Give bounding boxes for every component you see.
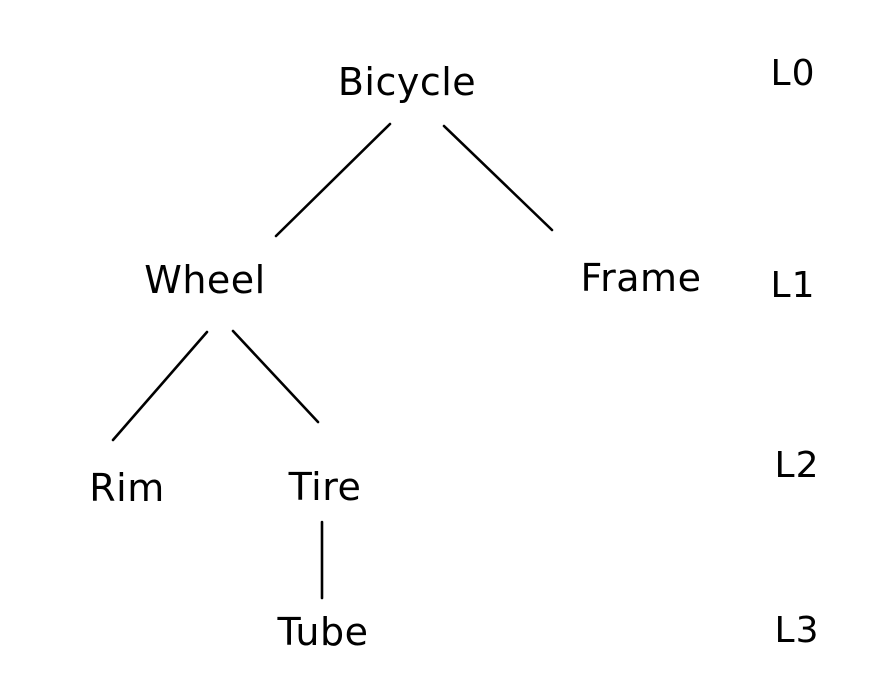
- tree-node-tube[interactable]: Tube: [277, 610, 369, 654]
- level-label-l2: L2: [774, 445, 820, 486]
- level-label-l0: L0: [770, 53, 816, 94]
- tree-node-frame[interactable]: Frame: [580, 256, 702, 300]
- tree-node-tire[interactable]: Tire: [288, 465, 362, 509]
- tree-edge-wheel-to-tire: [231, 329, 320, 424]
- tree-edge-wheel-to-rim: [111, 330, 209, 442]
- tree-node-rim[interactable]: Rim: [89, 466, 165, 510]
- tree-edge-bicycle-to-frame: [442, 124, 554, 232]
- level-label-l1: L1: [770, 265, 816, 306]
- tree-node-bicycle[interactable]: Bicycle: [337, 60, 477, 104]
- tree-edge-bicycle-to-wheel: [274, 122, 392, 238]
- level-label-l3: L3: [774, 610, 820, 651]
- tree-node-wheel[interactable]: Wheel: [144, 258, 266, 302]
